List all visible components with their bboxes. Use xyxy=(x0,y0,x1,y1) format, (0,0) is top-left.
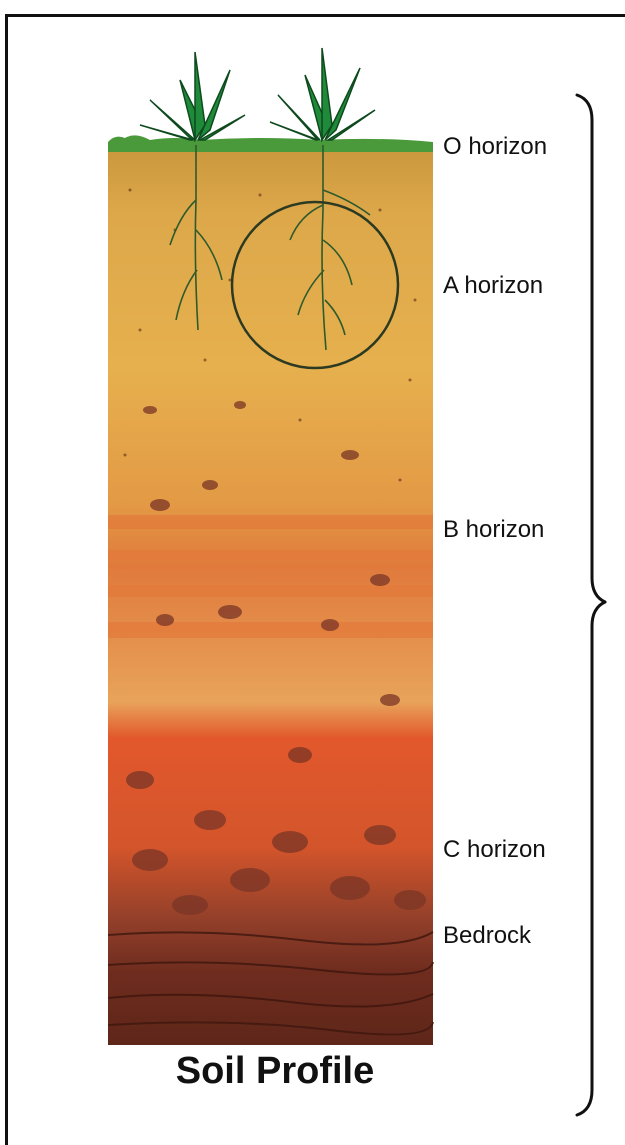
o-horizon-turf xyxy=(108,135,433,152)
speck xyxy=(379,209,382,212)
pebble xyxy=(143,406,157,414)
band xyxy=(108,515,433,529)
grass-layer xyxy=(108,135,433,152)
speck xyxy=(129,189,132,192)
pebble xyxy=(156,614,174,626)
speck xyxy=(399,479,402,482)
pebble xyxy=(172,895,208,915)
pebble xyxy=(150,499,170,511)
pebble xyxy=(394,890,426,910)
pebble xyxy=(218,605,242,619)
pebble xyxy=(380,694,400,706)
pebble xyxy=(321,619,339,631)
pebble xyxy=(234,401,246,409)
pebble xyxy=(272,831,308,853)
figure-title: Soil Profile xyxy=(90,1050,460,1093)
bracket-group xyxy=(577,95,605,1115)
pebble xyxy=(364,825,396,845)
speck xyxy=(299,419,302,422)
lower-bracket xyxy=(577,602,605,1115)
band xyxy=(108,550,433,560)
c-horizon-label: C horizon xyxy=(443,836,546,864)
pebble xyxy=(341,450,359,460)
a-horizon-label: A horizon xyxy=(443,272,543,300)
pebble xyxy=(202,480,218,490)
o-horizon-label: O horizon xyxy=(443,133,547,161)
speck xyxy=(124,454,127,457)
leaf xyxy=(325,68,360,140)
pebble xyxy=(194,810,226,830)
speck xyxy=(259,194,262,197)
pebble xyxy=(132,849,168,871)
soil-column xyxy=(108,142,433,1045)
speck xyxy=(409,379,412,382)
speck xyxy=(204,359,207,362)
plant-right xyxy=(270,48,375,140)
band xyxy=(108,585,433,597)
pebble xyxy=(126,771,154,789)
bedrock-label: Bedrock xyxy=(443,922,531,950)
pebble xyxy=(370,574,390,586)
pebble xyxy=(330,876,370,900)
upper-bracket xyxy=(577,95,605,602)
pebble xyxy=(230,868,270,892)
b-horizon-label: B horizon xyxy=(443,516,544,544)
plant-left xyxy=(140,52,245,140)
leaf xyxy=(322,48,332,140)
pebble xyxy=(288,747,312,763)
band xyxy=(108,622,433,638)
speck xyxy=(139,329,142,332)
speck xyxy=(414,299,417,302)
